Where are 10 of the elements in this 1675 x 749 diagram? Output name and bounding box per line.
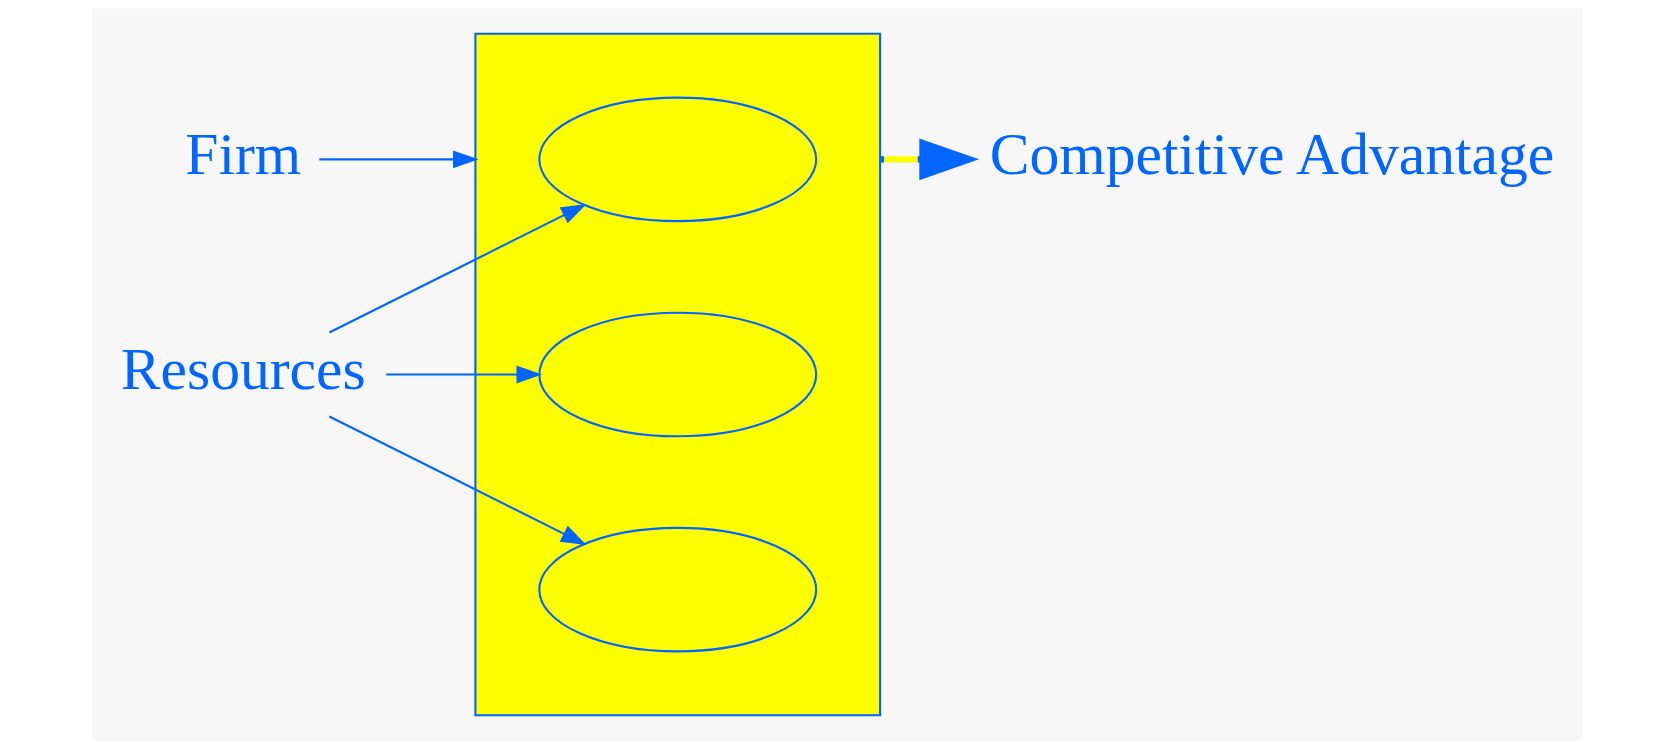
arrow [328, 415, 587, 546]
arrow [386, 365, 543, 384]
arrow [880, 138, 980, 181]
node-text: Resources [120, 336, 366, 403]
cluster [474, 32, 882, 717]
node-ellipse [538, 311, 818, 438]
node-text: Firm [185, 121, 302, 188]
arrow [319, 150, 479, 169]
node-text: Competitive Advantage [989, 121, 1555, 188]
arrow [328, 203, 587, 334]
